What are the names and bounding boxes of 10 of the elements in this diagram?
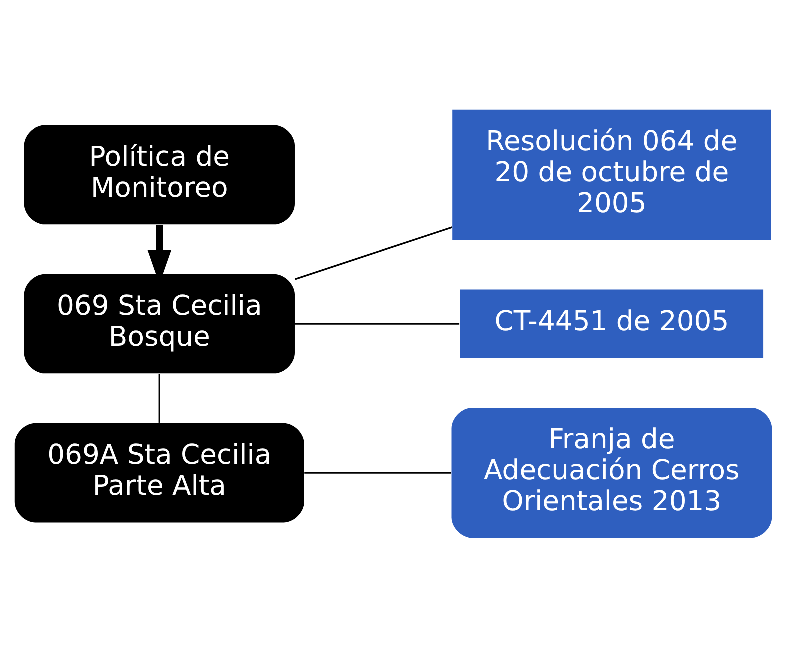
connector (295, 226, 453, 280)
node-box: CT-4451 de 2005 (460, 289, 764, 358)
connector (158, 374, 160, 422)
connector (295, 322, 460, 324)
node-box: 069A Sta Cecilia Parte Alta (14, 422, 304, 522)
connector (304, 472, 452, 474)
node-box: Resolución 064 de 20 de octubre de 2005 (452, 109, 772, 240)
node-box: Política de Monitoreo (24, 124, 295, 224)
node-box: 069 Sta Cecilia Bosque (24, 274, 295, 374)
node-box: Franja de Adecuación Cerros Orientales 2013 (452, 407, 772, 538)
